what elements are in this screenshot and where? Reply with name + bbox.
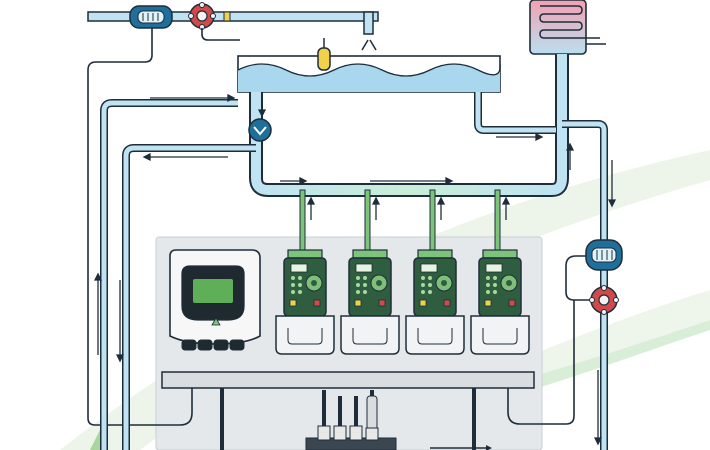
float-switch: [317, 38, 331, 71]
top-flow-meter[interactable]: [129, 5, 173, 29]
dosing-pump-2[interactable]: [340, 249, 400, 355]
dosing-pump-1[interactable]: [275, 249, 335, 355]
sensor-probe-3: [349, 396, 363, 441]
shelf: [161, 371, 535, 389]
dosing-pump-4[interactable]: [470, 249, 530, 355]
controller-buttons[interactable]: [181, 339, 245, 351]
spray-nozzle: [361, 39, 377, 51]
sensor-probe-1: [317, 390, 331, 441]
right-gate-valve[interactable]: [589, 285, 619, 315]
pump-display: [355, 263, 373, 273]
sensor-probes: [305, 390, 397, 450]
water-tank: [237, 55, 501, 93]
dosing-pump-3[interactable]: [405, 249, 465, 355]
meter-signal-wire: [87, 28, 156, 426]
dosing-pumps: [275, 249, 530, 355]
heat-exchanger: [529, 0, 606, 55]
pump-display: [290, 263, 308, 273]
top-gate-valve[interactable]: [188, 2, 216, 30]
pump-display: [485, 263, 503, 273]
main-pipe-loop: [100, 54, 608, 450]
flow-arrows: [93, 93, 617, 446]
panel-wiring: [156, 388, 193, 426]
pump-display: [420, 263, 438, 273]
controller-display: [193, 279, 233, 303]
check-valve[interactable]: [248, 118, 272, 142]
inlet-pipe: [87, 11, 379, 35]
right-flow-meter[interactable]: [585, 239, 623, 271]
dosing-controller[interactable]: [169, 249, 261, 351]
sensor-probe-4: [365, 390, 379, 441]
sensor-probe-2: [333, 396, 347, 441]
